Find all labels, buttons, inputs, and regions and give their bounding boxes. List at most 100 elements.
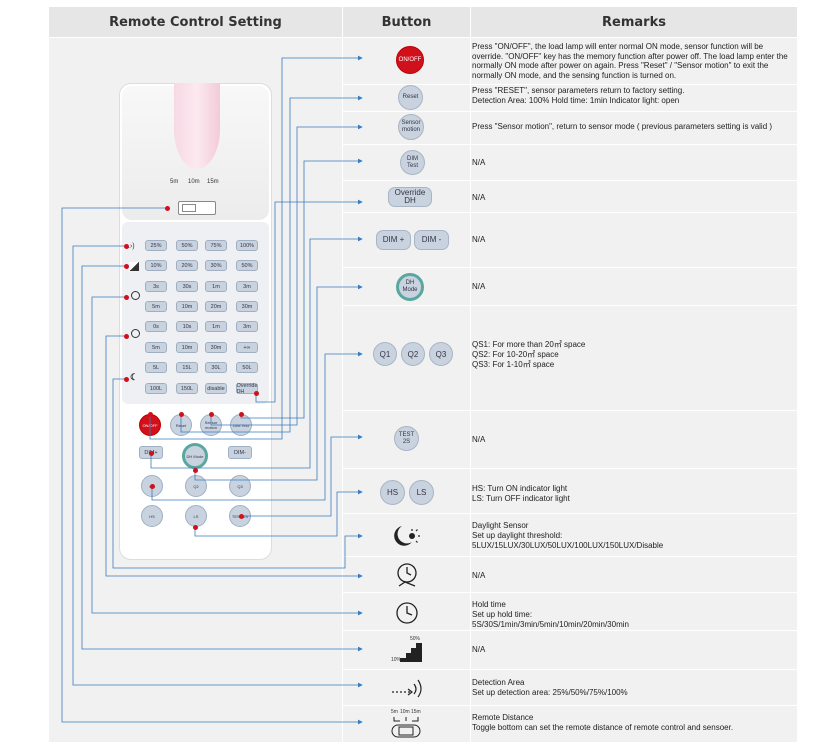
row-divider [343, 556, 797, 557]
marker-dot [193, 525, 198, 530]
q1-button[interactable]: Q1 [373, 342, 397, 366]
remark-dh-mode: N/A [472, 282, 486, 291]
remote-key-hold-row1-0[interactable]: 3s [145, 281, 167, 292]
marker-dot [193, 468, 198, 473]
remote-q3-button[interactable]: Q3 [229, 475, 251, 497]
dist-15m-label: 15m [411, 709, 421, 715]
remote-key-stand-row1-1[interactable]: 10s [176, 321, 198, 332]
remote-dim-minus-button[interactable]: DIM- [228, 446, 252, 459]
remote-key-level-row-3[interactable]: 50% [236, 260, 258, 271]
remote-key-lux-row1-0[interactable]: 5L [145, 362, 167, 373]
remote-key-stand-row2-2[interactable]: 30m [205, 342, 227, 353]
row-divider [343, 212, 797, 213]
onoff-button[interactable]: ON/OFF [396, 46, 424, 74]
remote-key-lux-row2-0[interactable]: 100L [145, 383, 167, 394]
test-button[interactable]: TEST 2S [394, 426, 419, 451]
remote-key-area-row-1[interactable]: 50% [176, 240, 198, 251]
remote-key-stand-row1-3[interactable]: 3m [236, 321, 258, 332]
remark-dim-test: N/A [472, 158, 486, 167]
level-stairs-icon [400, 643, 422, 662]
remark-area-title: Detection Area [472, 678, 525, 687]
remarks-column [471, 38, 797, 742]
q2-button[interactable]: Q2 [401, 342, 425, 366]
remote-hs-button[interactable]: HS [141, 505, 163, 527]
remark-distance-desc: Toggle bottom can set the remote distanc… [472, 723, 734, 732]
ls-button[interactable]: LS [409, 480, 434, 505]
row-divider [343, 84, 797, 85]
dim-plus-button[interactable]: DIM + [376, 230, 411, 250]
remote-dist-10m: 10m [188, 179, 200, 185]
remote-key-stand-row1-2[interactable]: 1m [205, 321, 227, 332]
remark-hold-setup: Set up hold time: [472, 610, 533, 619]
level-top-label: 50% [410, 636, 421, 642]
dim-test-button[interactable]: DIM Test [400, 150, 425, 175]
remote-key-hold-row1-3[interactable]: 3m [236, 281, 258, 292]
row-divider [343, 410, 797, 411]
remote-key-stand-row1-0[interactable]: 0s [145, 321, 167, 332]
remote-emitter [174, 83, 220, 169]
header-remarks-label: Remarks [602, 14, 666, 30]
standby-clock-icon [397, 563, 417, 587]
remote-key-lux-row2-3[interactable]: Override DH [236, 382, 258, 395]
remote-distance-switch[interactable] [178, 201, 216, 215]
remark-daylight-setup: Set up daylight threshold: [472, 531, 563, 540]
remote-key-hold-row2-1[interactable]: 10m [176, 301, 198, 312]
row-divider [343, 630, 797, 631]
remote-key-stand-row2-1[interactable]: 10m [176, 342, 198, 353]
dh-mode-button[interactable]: DH Mode [396, 273, 424, 301]
marker-dot [148, 412, 153, 417]
remark-qs1: QS1: For more than 20㎡ space [472, 340, 586, 349]
remote-key-hold-row1-2[interactable]: 1m [205, 281, 227, 292]
row-divider [343, 111, 797, 112]
override-dh-button[interactable]: Override DH [388, 187, 432, 207]
remote-key-level-row-2[interactable]: 30% [205, 260, 227, 271]
row-divider [343, 592, 797, 593]
remote-key-area-row-0[interactable]: 25% [145, 240, 167, 251]
remote-key-lux-row2-2[interactable]: disable [205, 383, 227, 394]
remote-key-lux-row1-1[interactable]: 15L [176, 362, 198, 373]
remote-key-stand-row2-3[interactable]: +∞ [236, 342, 258, 353]
remote-q2-button[interactable]: Q2 [185, 475, 207, 497]
remote-key-hold-row2-2[interactable]: 20m [205, 301, 227, 312]
remote-key-stand-row2-0[interactable]: 5m [145, 342, 167, 353]
dim-minus-button[interactable]: DIM - [414, 230, 449, 250]
remark-override: N/A [472, 193, 486, 202]
remark-level: N/A [472, 645, 486, 654]
marker-dot [179, 412, 184, 417]
distance-switch-icon [391, 717, 421, 738]
remark-ls: LS: Turn OFF indicator light [472, 494, 570, 503]
remote-key-level-row-0[interactable]: 10% [145, 260, 167, 271]
remote-key-hold-row2-3[interactable]: 30m [236, 301, 258, 312]
remote-key-level-row-1[interactable]: 20% [176, 260, 198, 271]
marker-dot [254, 391, 259, 396]
remote-hold-icon [131, 291, 140, 300]
remote-dh-mode-button[interactable]: DH Mode [182, 443, 208, 469]
remote-ls-button[interactable]: LS [185, 505, 207, 527]
remote-standby-icon [131, 329, 140, 338]
sensor-motion-button[interactable]: Sensor motion [398, 114, 424, 140]
remote-key-hold-row1-1[interactable]: 30s [176, 281, 198, 292]
remark-qs2: QS2: For 10-20㎡ space [472, 350, 559, 359]
remote-key-lux-row2-1[interactable]: 150L [176, 383, 198, 394]
remark-reset-2: Detection Area: 100% Hold time: 1min Ind… [472, 96, 680, 105]
q3-button[interactable]: Q3 [429, 342, 453, 366]
remark-daylight-title: Daylight Sensor [472, 521, 529, 530]
remote-key-hold-row2-0[interactable]: 5m [145, 301, 167, 312]
remote-key-lux-row1-3[interactable]: 50L [236, 362, 258, 373]
remark-area-values: Set up detection area: 25%/50%/75%/100% [472, 688, 628, 697]
marker-dot [239, 514, 244, 519]
hs-button[interactable]: HS [380, 480, 405, 505]
row-divider [343, 669, 797, 670]
marker-dot [124, 377, 129, 382]
remote-key-area-row-2[interactable]: 75% [205, 240, 227, 251]
row-divider [343, 144, 797, 145]
marker-dot [239, 412, 244, 417]
remark-reset-1: Press "RESET", sensor parameters return … [472, 86, 685, 95]
remark-hold-title: Hold time [472, 600, 506, 609]
remote-key-lux-row1-2[interactable]: 30L [205, 362, 227, 373]
marker-dot [124, 334, 129, 339]
remote-key-area-row-3[interactable]: 100% [236, 240, 258, 251]
remark-dim: N/A [472, 235, 486, 244]
reset-button[interactable]: Reset [398, 85, 423, 110]
